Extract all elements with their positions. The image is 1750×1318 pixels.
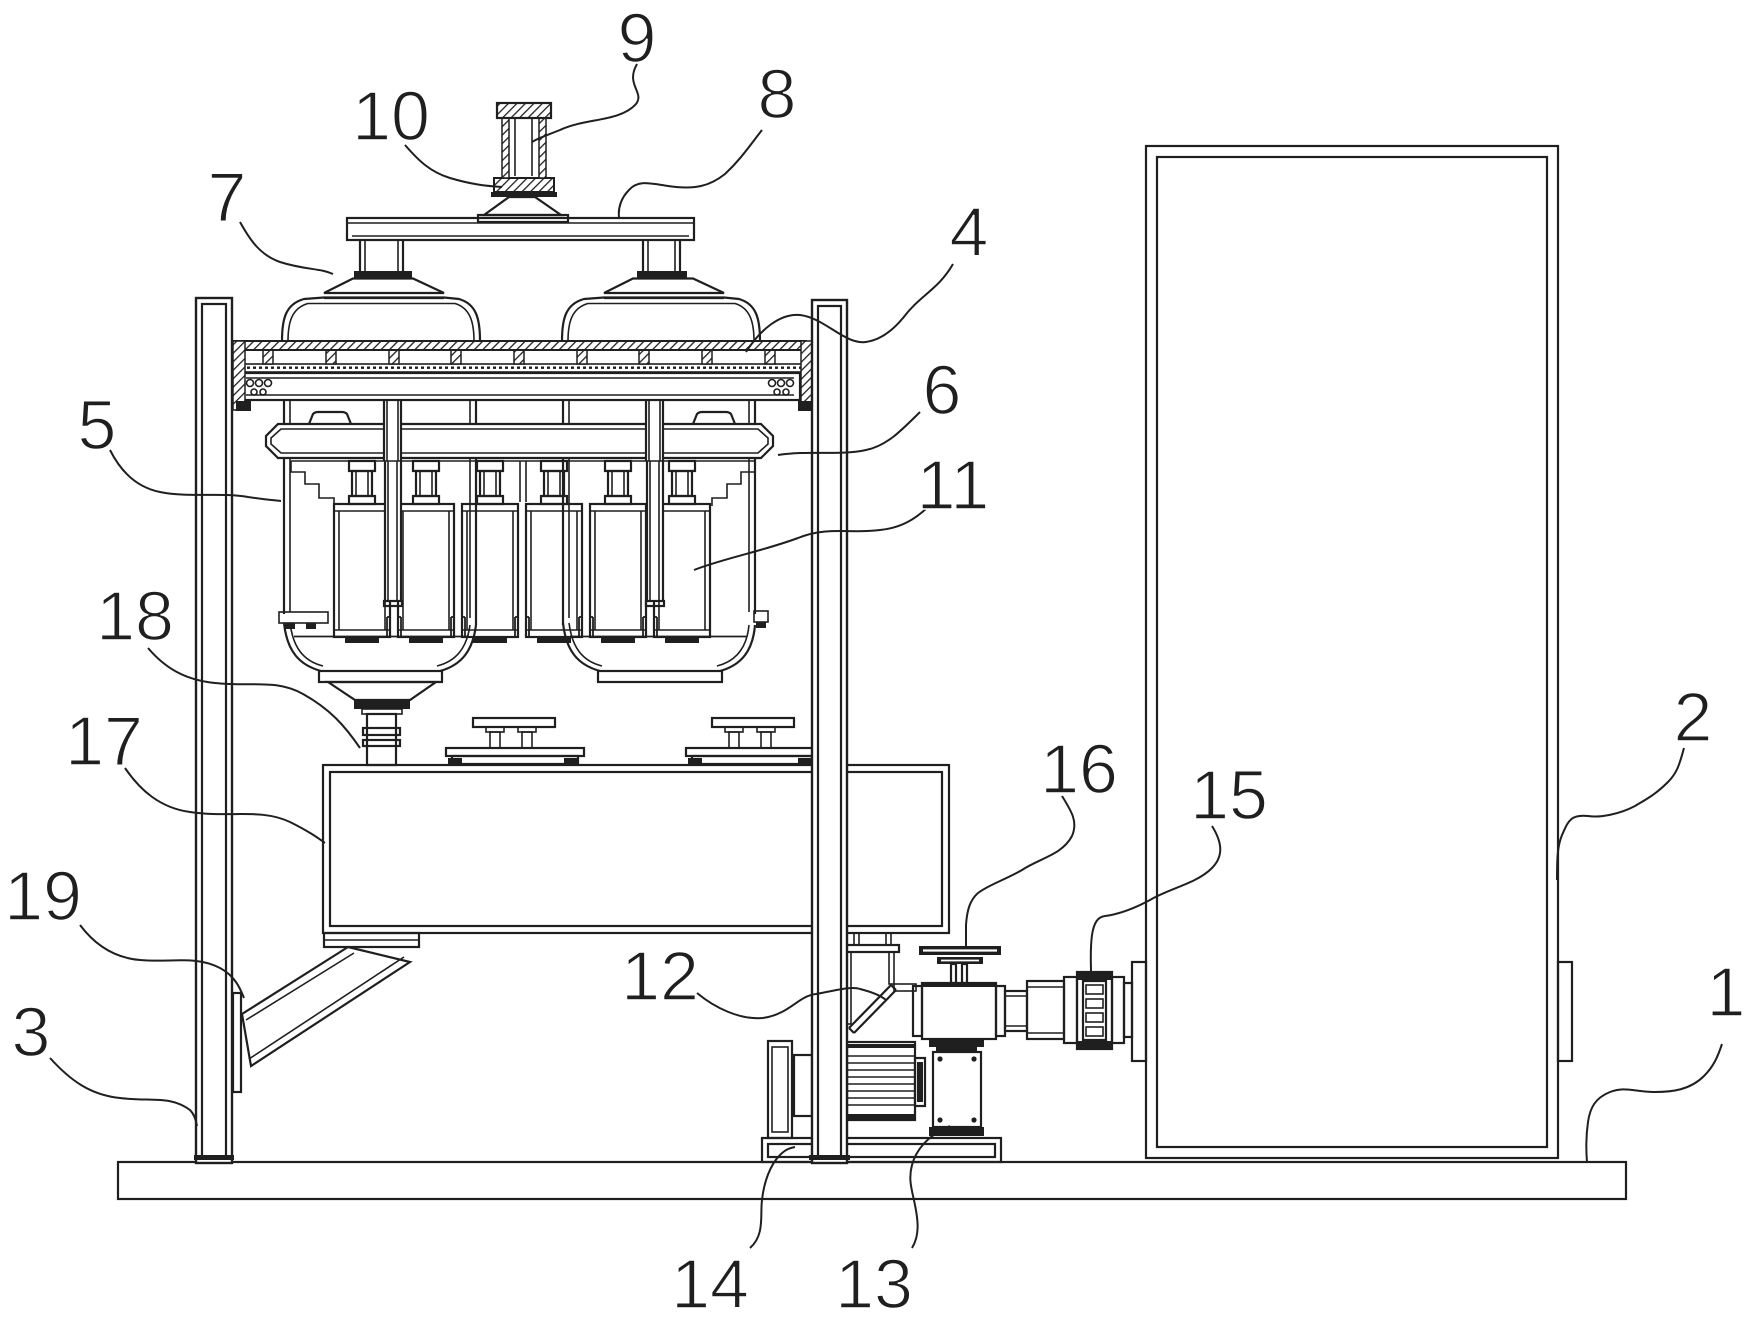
svg-text:12: 12	[621, 937, 699, 1015]
svg-text:11: 11	[917, 446, 990, 524]
svg-text:7: 7	[208, 158, 247, 236]
svg-text:14: 14	[671, 1245, 749, 1318]
svg-text:15: 15	[1190, 756, 1268, 834]
svg-text:10: 10	[352, 77, 430, 155]
svg-text:5: 5	[78, 386, 117, 464]
svg-text:8: 8	[758, 55, 797, 133]
svg-text:6: 6	[923, 351, 962, 429]
svg-text:18: 18	[96, 577, 174, 655]
svg-text:1: 1	[1707, 953, 1746, 1031]
svg-text:3: 3	[12, 993, 51, 1071]
svg-text:4: 4	[950, 193, 989, 271]
svg-text:9: 9	[618, 0, 657, 77]
svg-text:2: 2	[1674, 678, 1713, 756]
svg-text:19: 19	[4, 857, 82, 935]
svg-text:16: 16	[1040, 730, 1118, 808]
svg-text:17: 17	[65, 702, 143, 780]
svg-text:13: 13	[835, 1245, 913, 1318]
